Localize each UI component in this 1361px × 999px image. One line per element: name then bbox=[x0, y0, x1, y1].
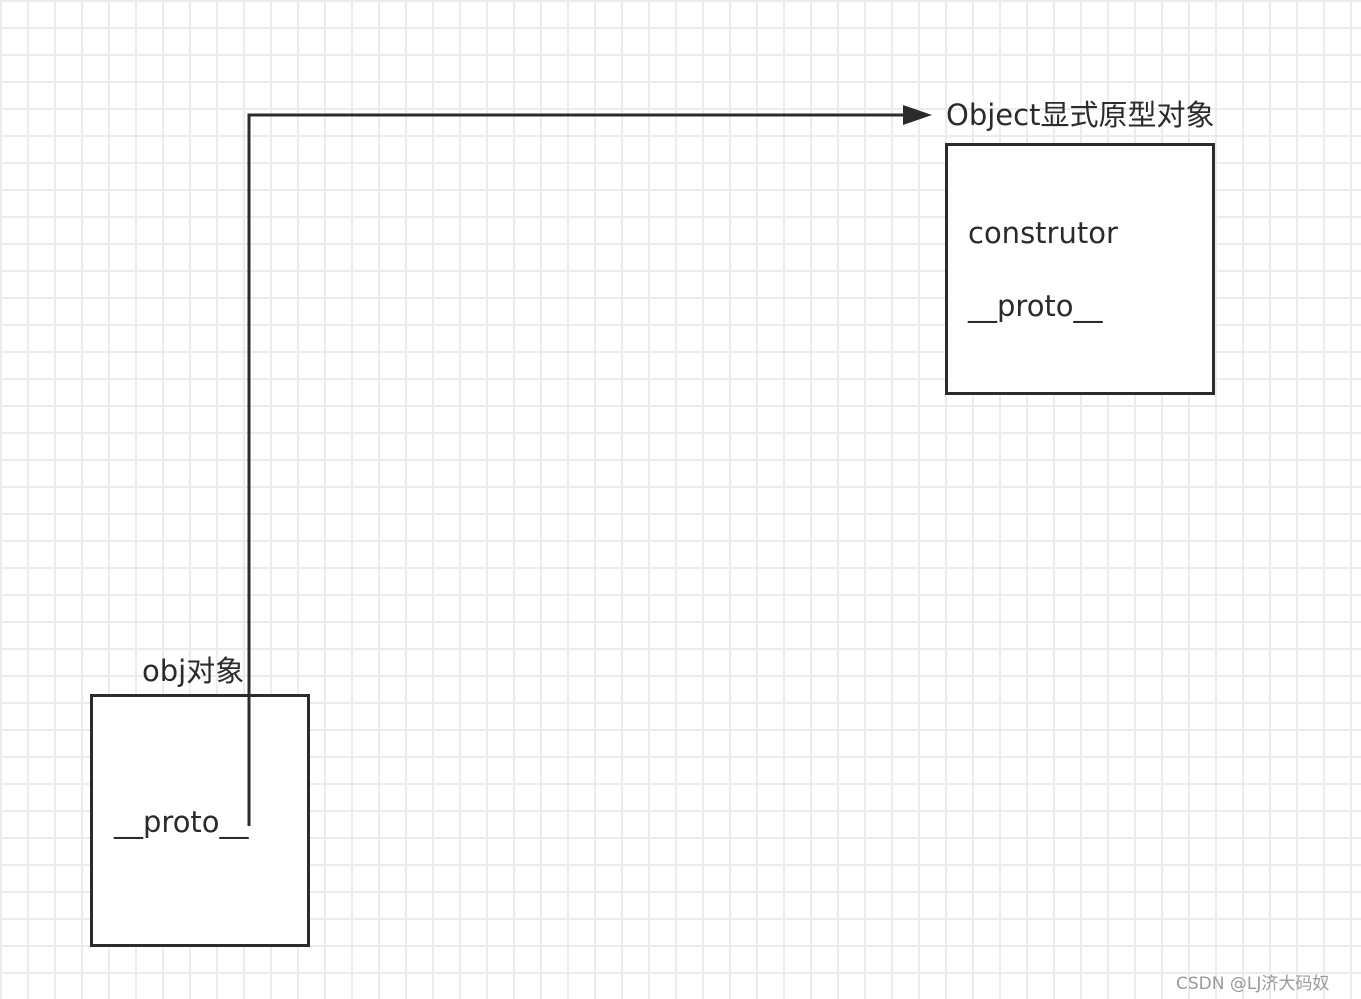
obj-instance-box[interactable] bbox=[90, 694, 310, 947]
obj-instance-field-proto: __proto__ bbox=[114, 805, 249, 839]
proto-link-arrowhead bbox=[903, 105, 932, 125]
object-prototype-title: Object显式原型对象 bbox=[946, 98, 1215, 132]
object-prototype-box[interactable] bbox=[945, 143, 1215, 395]
proto-link-line bbox=[247, 113, 905, 826]
watermark: CSDN @LJ济大码奴 bbox=[1176, 974, 1330, 994]
object-prototype-field-constructor: construtor bbox=[968, 216, 1118, 250]
obj-instance-title: obj对象 bbox=[142, 654, 245, 688]
object-prototype-field-proto: __proto__ bbox=[968, 289, 1103, 323]
